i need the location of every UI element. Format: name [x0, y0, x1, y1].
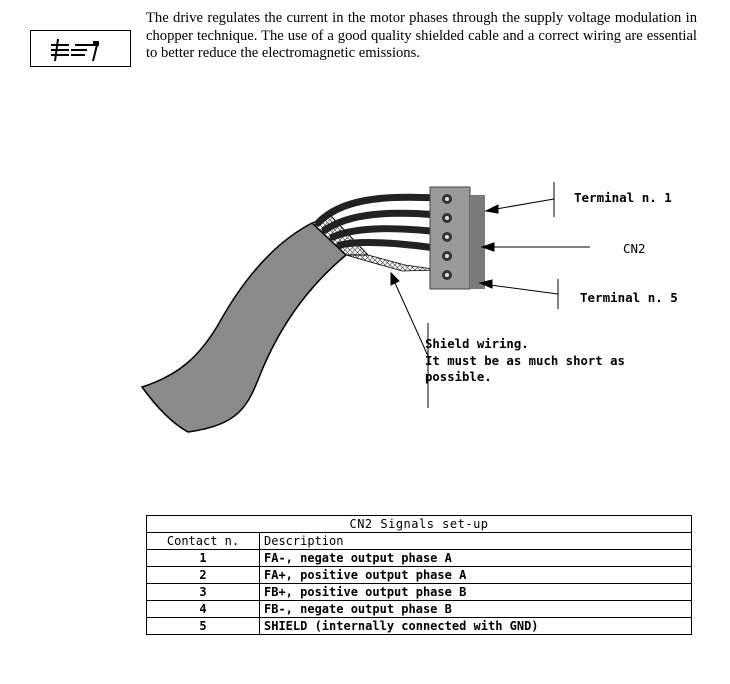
cable-wiring-diagram: [140, 182, 590, 433]
table-row: 5 SHIELD (internally connected with GND): [146, 617, 692, 635]
intro-paragraph: The drive regulates the current in the m…: [146, 10, 697, 61]
table-row: 3 FB+, positive output phase B: [146, 583, 692, 601]
contact-cell: 5: [146, 617, 260, 635]
header-description: Description: [259, 532, 692, 550]
wire-1: [314, 193, 439, 227]
description-cell: FA+, positive output phase A: [259, 566, 692, 584]
shield-note-line-1: Shield wiring.: [425, 337, 529, 351]
description-cell: FA-, negate output phase A: [259, 549, 692, 567]
cn2-label: CN2: [623, 241, 646, 256]
table-row: 1 FA-, negate output phase A: [146, 549, 692, 567]
terminal-1-label: Terminal n. 1: [574, 190, 672, 205]
description-cell: FB+, positive output phase B: [259, 583, 692, 601]
cable-sheath: [140, 222, 348, 433]
wire-3: [329, 225, 444, 241]
shield-wiring-note: Shield wiring. It must be as much short …: [425, 336, 625, 386]
table-row: 4 FB-, negate output phase B: [146, 600, 692, 618]
table-title: CN2 Signals set-up: [146, 515, 692, 533]
cn2-connector: [429, 186, 485, 290]
wire-2: [321, 209, 442, 234]
wire-4: [336, 238, 446, 253]
terminal-5-label: Terminal n. 5: [580, 290, 678, 305]
contact-cell: 3: [146, 583, 260, 601]
description-cell: FB-, negate output phase B: [259, 600, 692, 618]
note-icon: [30, 30, 131, 67]
header-contact: Contact n.: [146, 532, 260, 550]
cn2-signals-table: CN2 Signals set-up Contact n. Descriptio…: [146, 515, 692, 635]
table-row: 2 FA+, positive output phase A: [146, 566, 692, 584]
contact-cell: 4: [146, 600, 260, 618]
contact-cell: 2: [146, 566, 260, 584]
shield-wire: [345, 254, 441, 272]
description-cell: SHIELD (internally connected with GND): [259, 617, 692, 635]
shield-note-line-3: possible.: [425, 370, 492, 384]
shield-note-line-2: It must be as much short as: [425, 353, 625, 368]
contact-cell: 1: [146, 549, 260, 567]
